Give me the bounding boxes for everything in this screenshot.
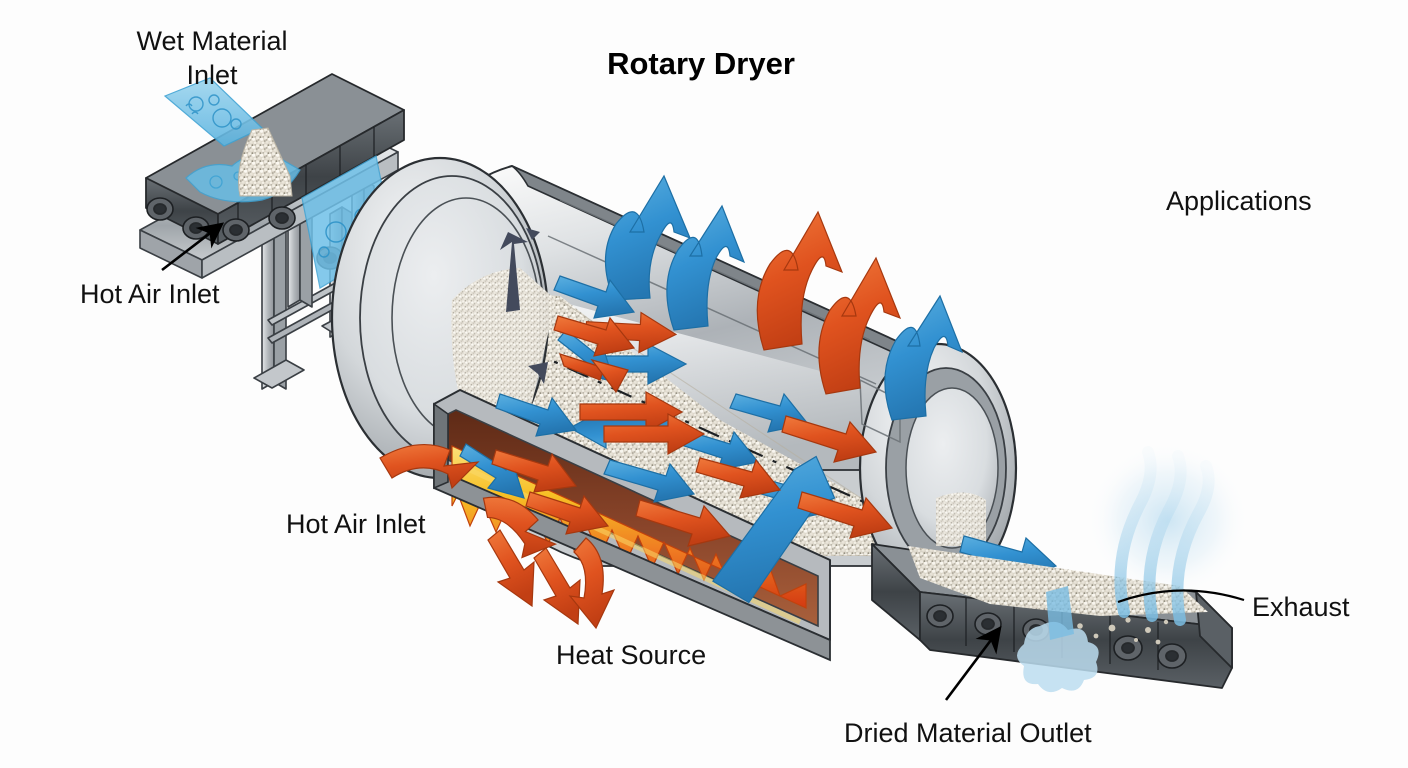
label-wet-material-inlet-line2: Inlet xyxy=(186,60,238,90)
label-wet-material-inlet-line1: Wet Material xyxy=(136,26,287,56)
discharge-conveyor xyxy=(871,543,1233,693)
wet-granular-pile xyxy=(238,127,293,197)
wet-material-inlet-stream xyxy=(163,77,264,147)
label-hot-air-inlet-top: Hot Air Inlet xyxy=(80,279,220,309)
leader-lines xyxy=(161,222,1245,701)
hot-air-arrow-icon xyxy=(379,210,902,630)
page-title: Rotary Dryer xyxy=(607,46,795,81)
air-flow-arrows xyxy=(379,174,1058,630)
exhaust-steam xyxy=(1086,442,1250,626)
exhaust-leader-line xyxy=(1117,589,1245,604)
label-exhaust: Exhaust xyxy=(1252,592,1350,622)
water-droplet-icon xyxy=(185,94,242,130)
drum-left-face xyxy=(330,156,556,480)
rotation-arrow-icon xyxy=(470,228,548,388)
dried-granular-on-belt xyxy=(908,546,1208,616)
label-applications: Applications xyxy=(1166,186,1312,216)
leader-arrow-icon xyxy=(944,625,1002,701)
leader-arrow-icon xyxy=(161,222,225,272)
label-heat-source: Heat Source xyxy=(556,640,706,670)
label-hot-air-inlet-bottom: Hot Air Inlet xyxy=(286,509,426,539)
granular-spill xyxy=(1077,617,1169,645)
label-dried-material-outlet: Dried Material Outlet xyxy=(844,718,1092,748)
outlet-moisture xyxy=(1017,621,1099,693)
steam-wisp-icon xyxy=(1114,446,1215,626)
